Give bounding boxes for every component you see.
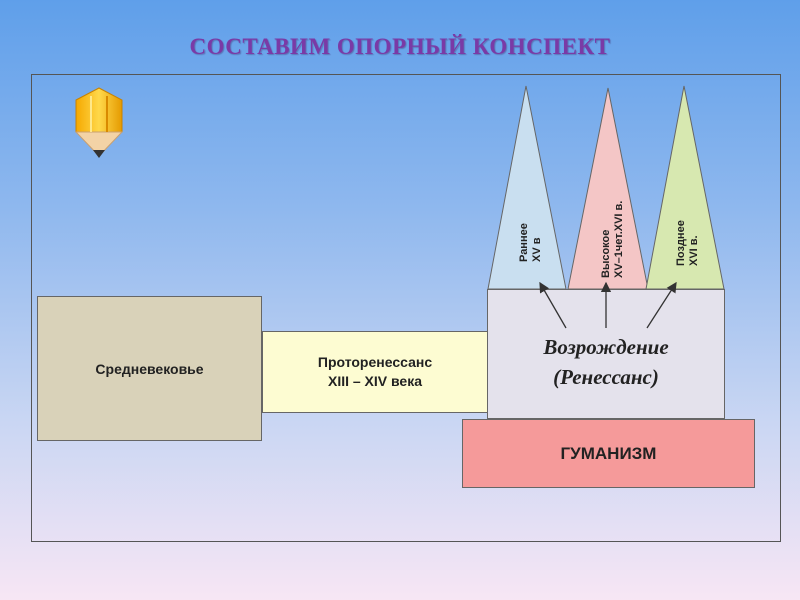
- middle-ages-label: Средневековье: [95, 360, 204, 377]
- proto-renaissance-dates: XIII – XIV века: [327, 373, 423, 389]
- renaissance-box: Возрождение (Ренессанс): [487, 289, 725, 419]
- proto-renaissance-box: Проторенессанс XIII – XIV века: [262, 331, 488, 413]
- diagram-frame: [31, 74, 781, 542]
- proto-renaissance-label: Проторенессанс: [317, 354, 433, 370]
- pencil-icon: [74, 87, 124, 158]
- renaissance-label: Возрождение: [543, 335, 669, 359]
- humanism-label: ГУМАНИЗМ: [560, 443, 657, 463]
- renaissance-label-alt: (Ренессанс): [553, 365, 659, 389]
- humanism-box: ГУМАНИЗМ: [462, 419, 755, 488]
- middle-ages-box: Средневековье: [37, 296, 262, 441]
- page-title: СОСТАВИМ ОПОРНЫЙ КОНСПЕКТ: [189, 34, 611, 59]
